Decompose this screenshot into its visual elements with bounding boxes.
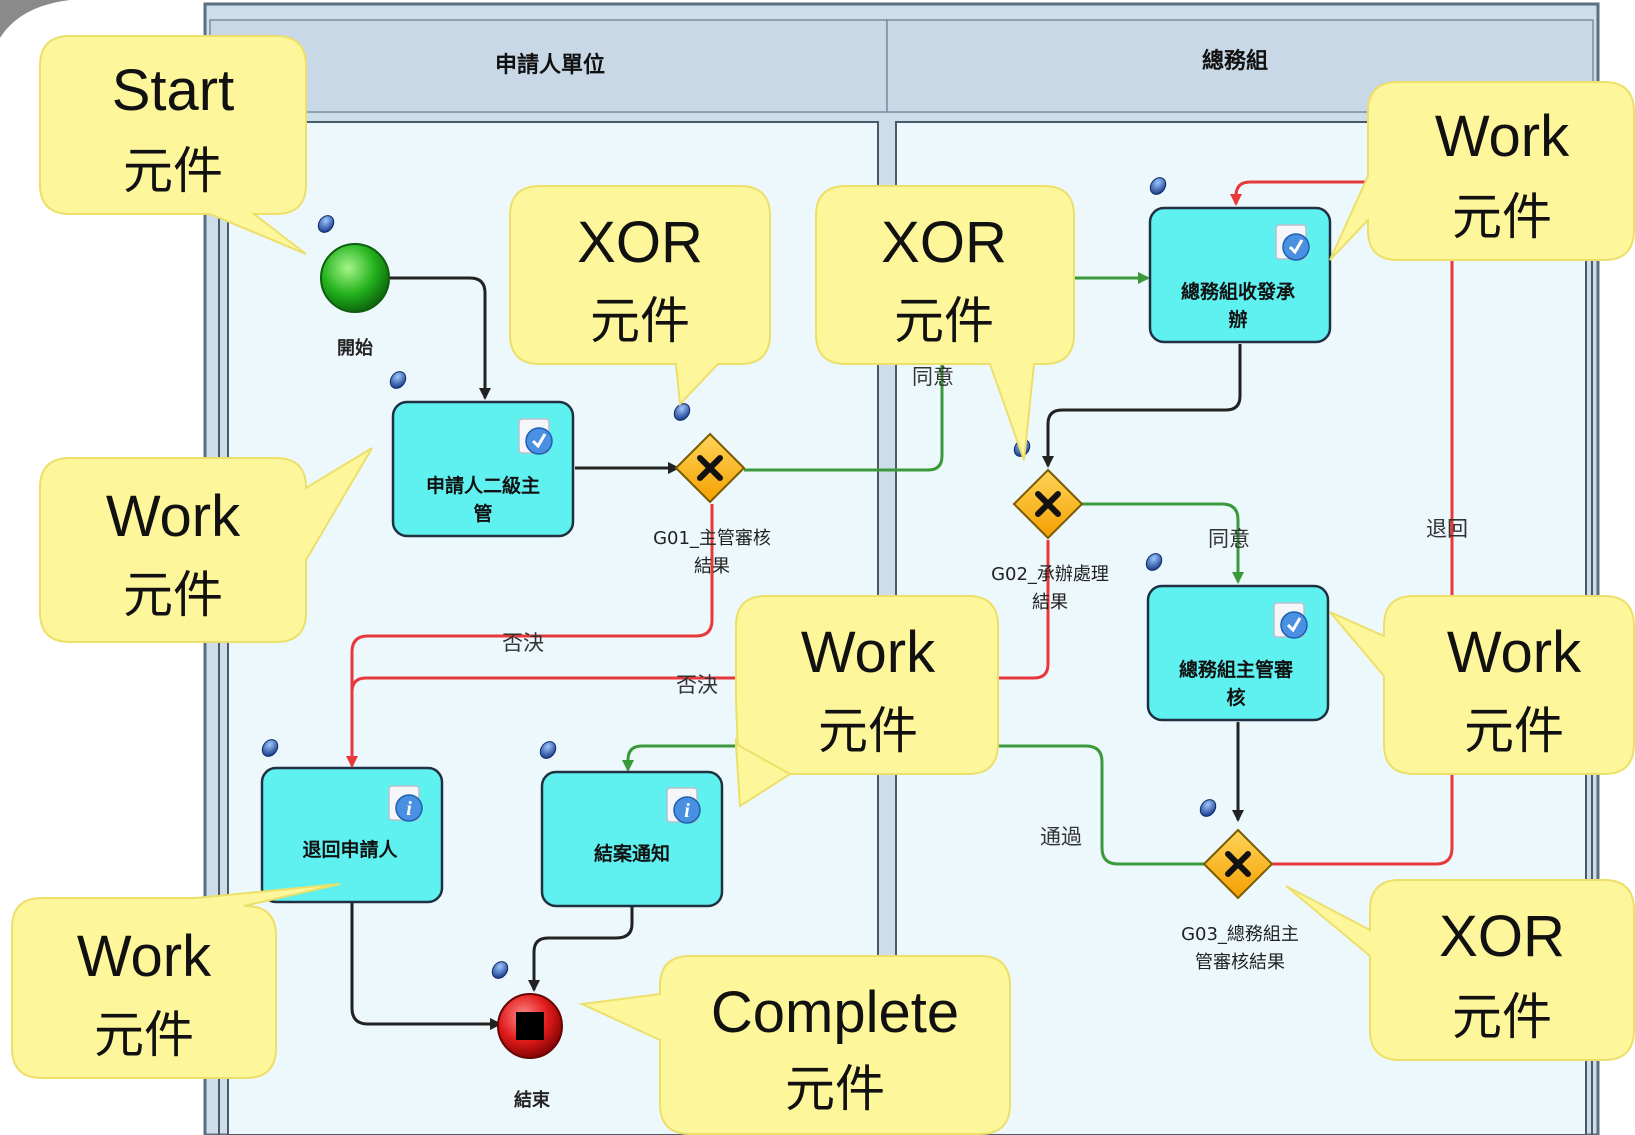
- callout-work-right-en: Work: [1447, 620, 1582, 685]
- flow-close-to-end: [528, 906, 634, 992]
- x-mark-icon: [1225, 851, 1251, 877]
- callout-work-top-right-zh: 元件: [1452, 188, 1552, 246]
- callout-xor-right-zh: 元件: [1452, 988, 1552, 1046]
- x-mark-icon: [1035, 491, 1061, 517]
- flow-label-pass: 通過: [1040, 825, 1082, 849]
- callout-work-middle: Work 元件: [734, 595, 999, 808]
- flow-label-agree-1: 同意: [912, 365, 954, 389]
- g03-label-line1: G03_總務組主: [1181, 924, 1299, 945]
- task-general-receive[interactable]: 總務組收發承 辦: [1148, 206, 1332, 344]
- check-icon: [517, 417, 554, 456]
- callout-work-middle-en: Work: [801, 620, 936, 685]
- callout-work-right: Work 元件: [1329, 595, 1635, 775]
- flow-label-return: 退回: [1426, 517, 1468, 541]
- task-level2-line1: 申請人二級主: [426, 474, 540, 497]
- callout-work-left-zh: 元件: [123, 566, 223, 624]
- callout-xor-1-en: XOR: [577, 210, 703, 275]
- callout-work-left-bottom-en: Work: [77, 924, 212, 989]
- end-event[interactable]: 結束: [497, 993, 563, 1111]
- x-mark-icon: [697, 455, 723, 481]
- task-close-label: 結案通知: [594, 842, 670, 865]
- g01-label-line1: G01_主管審核: [653, 528, 771, 549]
- callout-xor-2: XOR 元件: [815, 185, 1075, 461]
- callout-work-left: Work 元件: [39, 447, 373, 643]
- callout-complete-en: Complete: [711, 980, 959, 1045]
- g01-label-line2: 結果: [694, 556, 730, 577]
- callout-xor-right: XOR 元件: [1285, 879, 1635, 1061]
- flow-g02-reject: [350, 540, 1050, 693]
- start-circle-icon: [320, 243, 390, 313]
- callouts: Start 元件 Work 元件 Work 元件 XOR 元件 XOR 元件: [11, 35, 1635, 1135]
- callout-xor-1: XOR 元件: [509, 185, 771, 407]
- task-manager-line1: 總務組主管審: [1179, 658, 1294, 681]
- callout-start-zh: 元件: [123, 142, 223, 200]
- flow-g01-reject: [346, 504, 714, 768]
- callout-complete: Complete 元件: [578, 955, 1011, 1135]
- callout-xor-right-en: XOR: [1439, 904, 1565, 969]
- task-level2-manager[interactable]: 申請人二級主 管: [391, 400, 575, 538]
- lane-title-general-affairs: 總務組: [1202, 48, 1268, 74]
- task-level2-line2: 管: [473, 502, 492, 525]
- check-icon: [1272, 601, 1309, 640]
- task-return-label: 退回申請人: [302, 838, 398, 861]
- gateway-g02[interactable]: G02_承辦處理 結果: [991, 468, 1109, 613]
- flow-start-to-level2: [390, 276, 491, 400]
- task-return-applicant[interactable]: 退回申請人: [260, 766, 444, 904]
- g02-label-line2: 結果: [1032, 592, 1068, 613]
- callout-work-left-en: Work: [106, 484, 241, 549]
- callout-work-top-right: Work 元件: [1329, 81, 1635, 261]
- task-general-manager[interactable]: 總務組主管審 核: [1146, 584, 1330, 722]
- info-icon: [666, 787, 701, 824]
- flow-g02-agree: [1082, 502, 1244, 584]
- callout-xor-1-zh: 元件: [590, 292, 690, 350]
- flow-label-reject-1: 否決: [502, 631, 544, 655]
- callout-work-left-bottom: Work 元件: [11, 883, 341, 1079]
- end-label: 結束: [514, 1089, 551, 1111]
- task-receive-line1: 總務組收發承: [1181, 280, 1295, 303]
- callout-start-en: Start: [112, 58, 235, 123]
- lane-title-applicant-unit: 申請人單位: [495, 52, 605, 78]
- callout-work-right-zh: 元件: [1464, 702, 1564, 760]
- callout-xor-2-en: XOR: [881, 210, 1007, 275]
- callout-work-middle-zh: 元件: [818, 702, 918, 760]
- info-icon: [388, 785, 423, 822]
- callout-work-left-bottom-zh: 元件: [94, 1006, 194, 1064]
- callout-complete-zh: 元件: [785, 1060, 885, 1118]
- flow-label-agree-2: 同意: [1208, 527, 1250, 551]
- callout-xor-2-zh: 元件: [894, 292, 994, 350]
- task-close-notice[interactable]: 結案通知: [540, 770, 724, 908]
- gateway-g03[interactable]: G03_總務組主 管審核結果: [1181, 828, 1299, 973]
- flow-label-reject-2: 否決: [676, 673, 718, 697]
- flow-g03-pass: [622, 744, 1204, 866]
- stop-square-icon: [516, 1012, 544, 1040]
- flow-receive-to-g02: [1042, 344, 1242, 468]
- start-event[interactable]: 開始: [320, 243, 390, 359]
- lane-header-left: [209, 19, 888, 113]
- page-corner-decoration: [0, 0, 70, 38]
- g02-label-line1: G02_承辦處理: [991, 564, 1109, 585]
- start-label: 開始: [337, 337, 373, 359]
- gateway-g01[interactable]: G01_主管審核 結果: [653, 432, 771, 577]
- task-manager-line2: 核: [1226, 686, 1245, 709]
- flow-return-to-end: [350, 902, 502, 1030]
- g03-label-line2: 管審核結果: [1195, 952, 1285, 973]
- callout-start: Start 元件: [39, 35, 307, 255]
- check-icon: [1274, 223, 1311, 262]
- task-receive-line2: 辦: [1228, 308, 1247, 331]
- callout-work-top-right-en: Work: [1435, 104, 1570, 169]
